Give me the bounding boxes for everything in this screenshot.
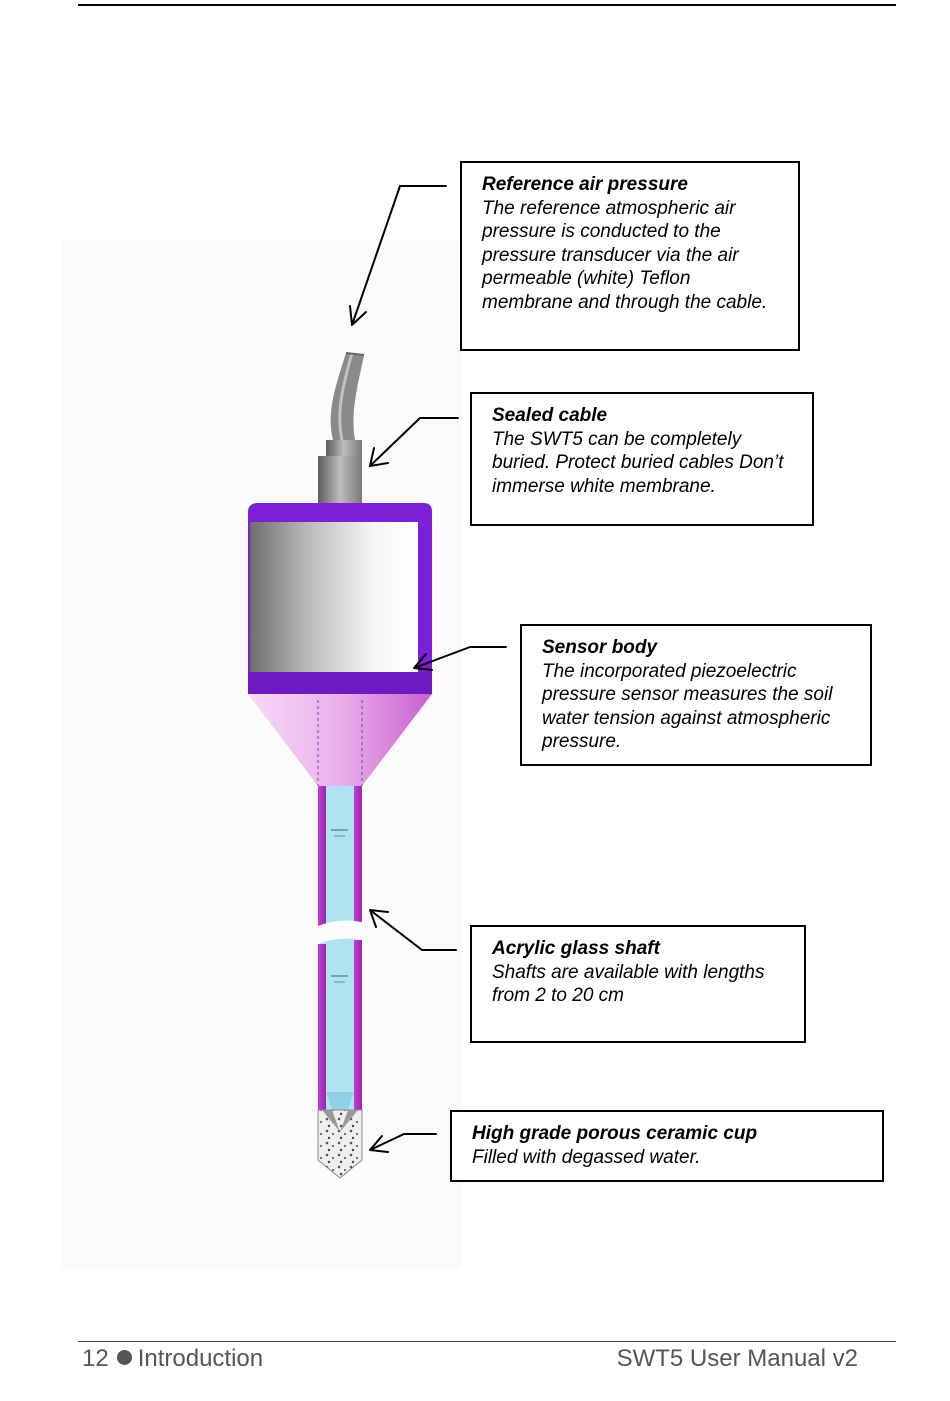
callout-sealed-cable: Sealed cable The SWT5 can be completely … [470,392,814,526]
sensor-body [248,503,432,694]
cable [330,352,365,441]
page-number: 12 [82,1345,109,1372]
acrylic-shaft-lower [318,938,362,1132]
callout-body: The incorporated piezoelectric pressure … [542,660,833,753]
footer-rule [78,1341,896,1342]
callout-reference-air-pressure: Reference air pressure The reference atm… [460,161,800,351]
arrow-sealed-cable [369,417,459,467]
diagram-background [62,240,462,1270]
ceramic-cup [317,1109,363,1179]
callout-ceramic-cup: High grade porous ceramic cup Filled wit… [450,1110,884,1182]
bullet-icon [116,1350,132,1365]
callout-title: Reference air pressure [482,174,688,195]
callout-sensor-body: Sensor body The incorporated piezoelectr… [520,624,872,766]
arrow-ceramic-cup [369,1133,437,1151]
callout-body: The reference atmospheric air pressure i… [482,197,768,313]
callout-title: Acrylic glass shaft [492,938,660,959]
callout-title: Sealed cable [492,405,608,426]
acrylic-shaft-upper [318,786,362,926]
cable-gland [318,440,362,506]
footer-manual-title: SWT5 User Manual v2 [616,1345,858,1372]
arrow-reference-air-pressure [351,185,447,326]
arrow-acrylic-shaft [369,909,457,951]
footer-section: Introduction [137,1345,264,1372]
header-rule [78,4,896,6]
callout-title: Sensor body [542,637,658,658]
callout-body: Filled with degassed water. [472,1146,701,1168]
callout-acrylic-glass-shaft: Acrylic glass shaft Shafts are available… [470,925,806,1043]
callout-title: High grade porous ceramic cup [472,1123,758,1144]
arrow-sensor-body [413,646,507,669]
footer-left: 12 Introduction [82,1345,263,1373]
sensor-cone [248,694,432,786]
callout-body: The SWT5 can be completely buried. Prote… [492,428,784,497]
callout-body: Shafts are available with lengths from 2… [492,961,765,1007]
callout-arrows [349,185,507,1153]
